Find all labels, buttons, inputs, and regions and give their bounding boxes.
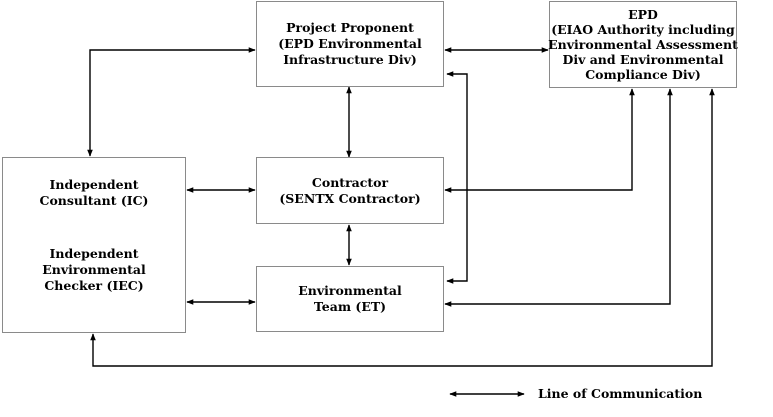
node-epd-line-5: Compliance Div) bbox=[585, 67, 701, 82]
node-project-proponent-line-1: Project Proponent bbox=[286, 20, 414, 35]
node-ic-group: Independent Consultant (IC) bbox=[40, 177, 149, 209]
legend-label: Line of Communication bbox=[538, 386, 703, 401]
node-contractor-line-2: (SENTX Contractor) bbox=[279, 190, 421, 206]
node-project-proponent-line-3: Infrastructure Div) bbox=[283, 52, 417, 67]
node-contractor: Contractor (SENTX Contractor) bbox=[256, 157, 444, 224]
node-environmental-team: Environmental Team (ET) bbox=[256, 266, 444, 332]
edge-project-proponent-environmental-team bbox=[446, 71, 468, 284]
node-epd: EPD (EIAO Authority including Environmen… bbox=[548, 1, 738, 88]
node-project-proponent: Project Proponent (EPD Environmental Inf… bbox=[256, 1, 444, 87]
node-project-proponent-line-2: (EPD Environmental bbox=[278, 36, 422, 51]
node-ic-line-2: Consultant (IC) bbox=[39, 193, 149, 208]
node-iec-line-2: Environmental bbox=[42, 262, 146, 277]
edge-ic-iec-epd bbox=[90, 88, 715, 367]
node-contractor-line-1: Contractor bbox=[311, 174, 389, 190]
node-iec-line-3: Checker (IEC) bbox=[44, 278, 144, 293]
edge-environmental-team-epd bbox=[444, 88, 673, 307]
node-epd-line-4: Div and Environmental bbox=[562, 52, 724, 67]
node-epd-line-1: EPD bbox=[628, 7, 658, 22]
node-environmental-team-line-1: Environmental bbox=[298, 283, 402, 298]
node-epd-line-2: (EIAO Authority including bbox=[551, 22, 735, 37]
node-iec-group: Independent Environmental Checker (IEC) bbox=[42, 246, 146, 294]
node-epd-line-3: Environmental Assessment bbox=[548, 37, 738, 52]
edge-ic-project-proponent bbox=[87, 47, 256, 157]
edge-contractor-epd bbox=[444, 88, 635, 193]
node-ic-iec: Independent Consultant (IC) Independent … bbox=[2, 157, 186, 333]
node-environmental-team-line-2: Team (ET) bbox=[313, 299, 387, 314]
node-iec-line-1: Independent bbox=[49, 246, 139, 261]
node-ic-line-1: Independent bbox=[49, 177, 139, 192]
